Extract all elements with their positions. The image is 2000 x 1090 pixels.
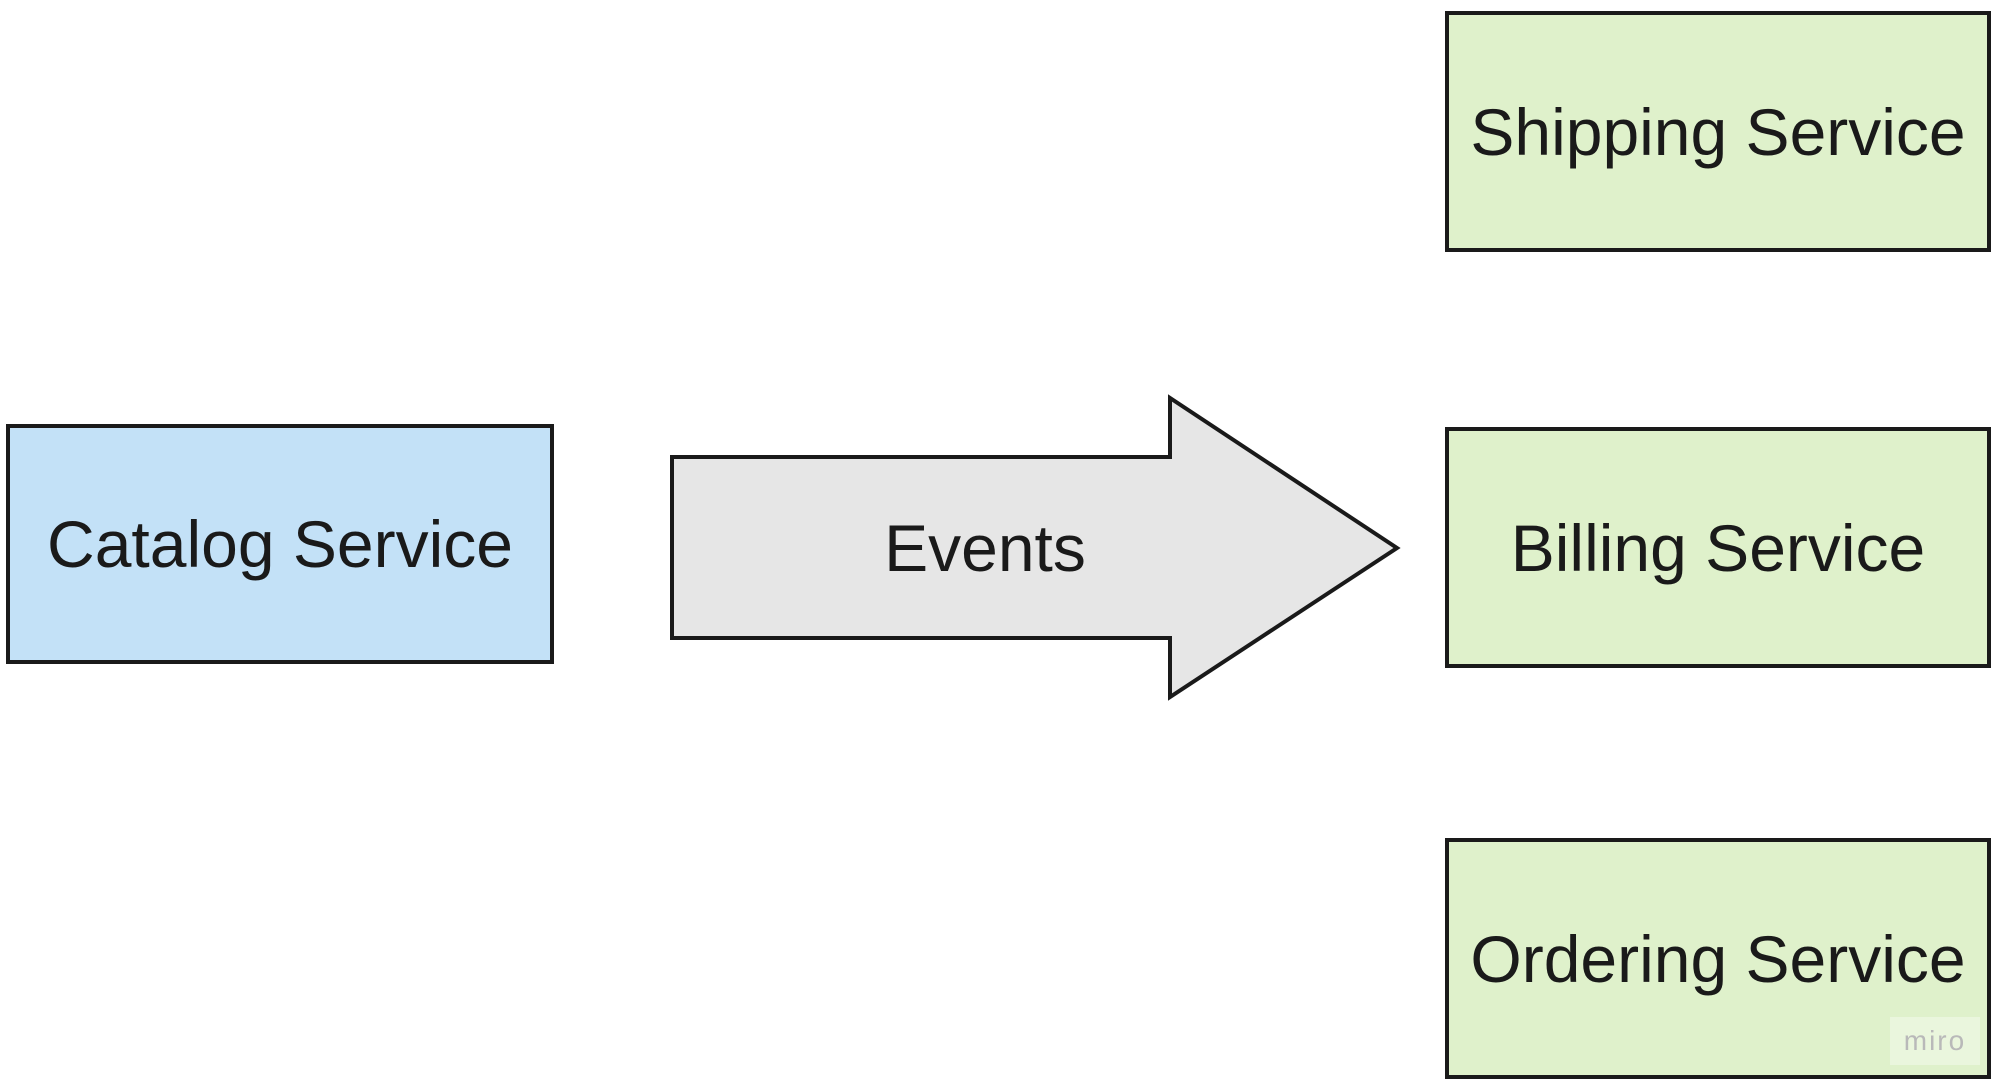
catalog-service-node[interactable]: Catalog Service xyxy=(6,424,554,664)
events-label: Events xyxy=(884,510,1086,585)
events-arrow[interactable]: Events xyxy=(665,394,1405,701)
ordering-service-label: Ordering Service xyxy=(1470,921,1966,996)
shipping-service-node[interactable]: Shipping Service xyxy=(1445,11,1991,252)
catalog-service-label: Catalog Service xyxy=(47,507,513,581)
billing-service-label: Billing Service xyxy=(1510,510,1926,585)
miro-watermark: miro xyxy=(1890,1017,1980,1065)
shipping-service-label: Shipping Service xyxy=(1470,94,1966,169)
arrow-polygon xyxy=(670,394,1401,701)
ordering-service-node[interactable]: Ordering Service xyxy=(1445,838,1991,1079)
billing-service-node[interactable]: Billing Service xyxy=(1445,427,1991,668)
arrow-shape xyxy=(670,394,1401,701)
